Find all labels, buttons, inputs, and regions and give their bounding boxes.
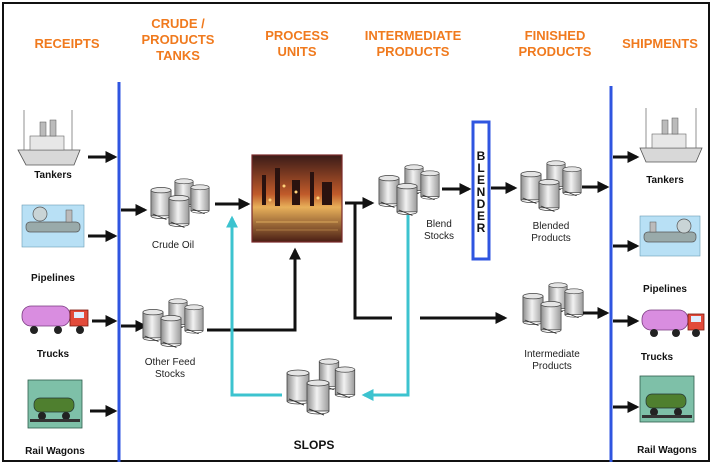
arrow-process-to-intermediate [353,203,392,320]
label-shipment-trucks: Trucks [640,352,674,363]
header-receipts: RECEIPTS [34,36,100,51]
label-blend-stocks: Blend Stocks [423,219,454,242]
label-receipt-trucks: Trucks [36,349,70,360]
rail-wagon-icon-shipments [639,375,695,423]
label-receipt-tankers: Tankers [34,170,72,181]
truck-icon-shipments [641,309,705,337]
label-receipt-rail-wagons: Rail Wagons [25,446,85,457]
ship-icon [17,110,81,166]
pipeline-icon [21,204,85,248]
blend-stocks-tanks [378,164,440,216]
label-shipment-rail-wagons: Rail Wagons [637,445,697,456]
label-blender: BLENDER [474,148,488,233]
header-intermediate-products: INTERMEDIATE PRODUCTS [364,28,462,59]
header-shipments: SHIPMENTS [622,36,698,51]
label-shipment-tankers: Tankers [646,175,684,186]
blended-products-tanks [520,160,582,212]
blender-box [471,120,491,261]
rail-wagon-icon [27,379,83,429]
label-crude-oil: Crude Oil [151,240,195,251]
label-shipment-pipelines: Pipelines [643,284,687,295]
ship-icon-shipments [639,108,703,163]
pipeline-icon-shipments [639,215,701,257]
label-slops: SLOPS [293,438,335,452]
label-blended-products: Blended Products [531,221,571,244]
truck-icon [21,305,89,334]
refinery-process-unit-image [251,154,343,243]
label-other-feed-stocks: Other Feed Stocks [144,357,196,380]
crude-oil-tanks [150,178,210,228]
header-crude-products-tanks: CRUDE / PRODUCTS TANKS [141,16,215,63]
intermediate-products-tanks [522,282,584,334]
label-receipt-pipelines: Pipelines [31,273,75,284]
slops-return-flow [361,215,410,401]
slops-to-process-flow [226,215,282,397]
arrow-feed-to-process [207,247,301,332]
label-intermediate-products: Intermediate Products [524,349,580,372]
other-feed-stocks-tanks [142,298,204,348]
header-process-units: PROCESS UNITS [265,28,329,59]
slops-tanks [286,358,356,416]
header-finished-products: FINISHED PRODUCTS [518,28,592,59]
